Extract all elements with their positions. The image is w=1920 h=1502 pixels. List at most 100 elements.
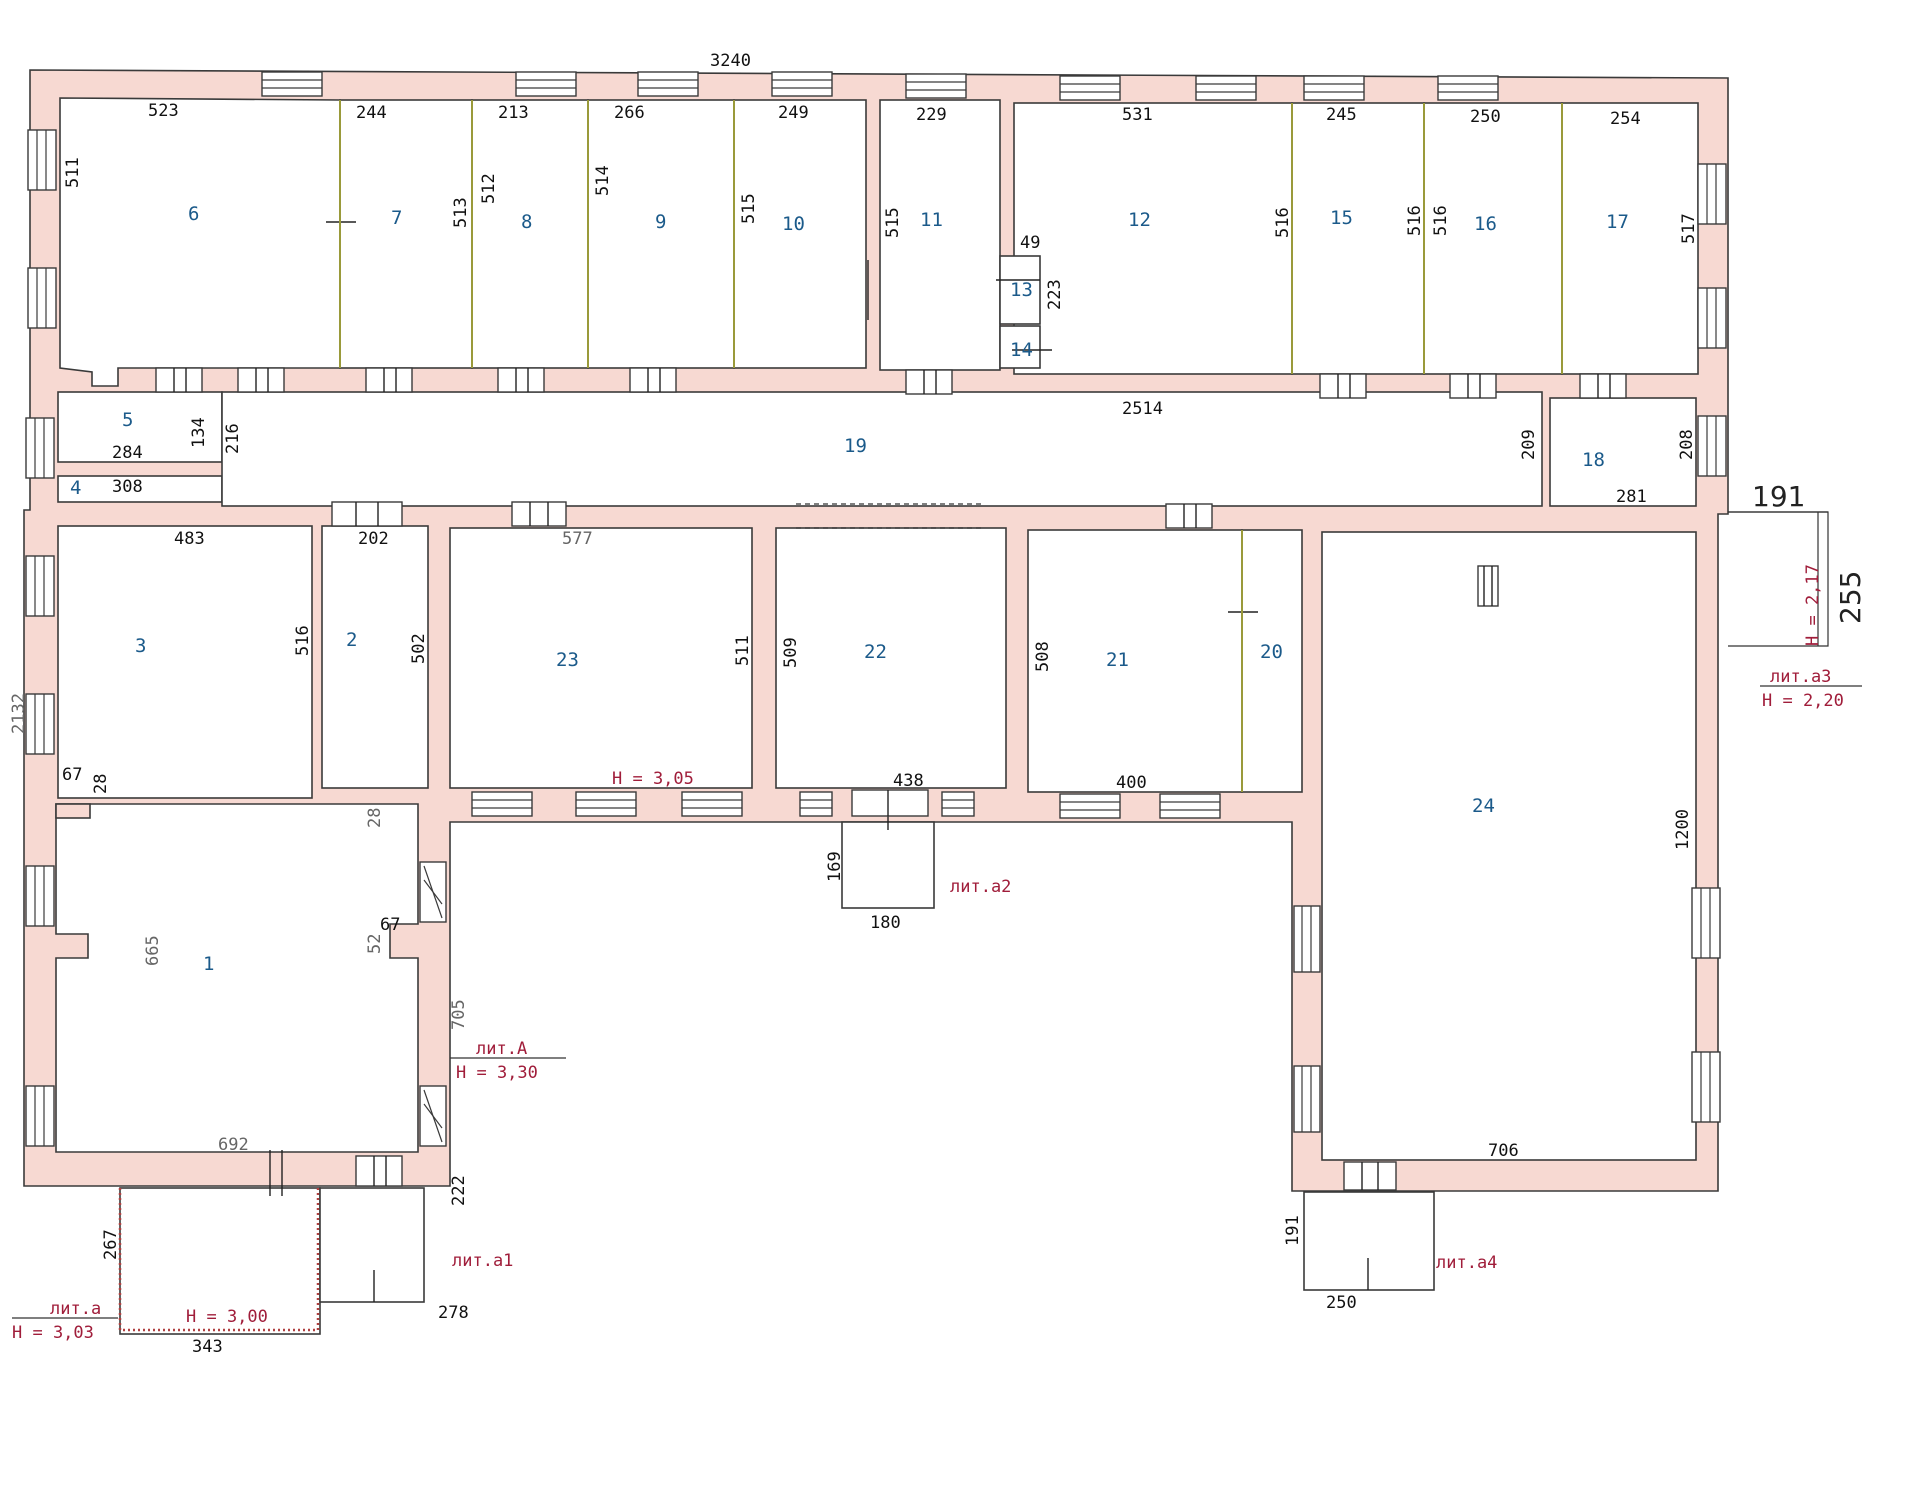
dimension: 284	[112, 443, 143, 463]
window	[419, 861, 447, 923]
lit-a4-label: лит.а4	[1436, 1253, 1497, 1273]
door	[851, 789, 929, 817]
room-number: 16	[1474, 213, 1497, 235]
dimension: 577	[562, 529, 593, 549]
dimension: 229	[916, 105, 947, 125]
dimension: 202	[358, 529, 389, 549]
height-mid-label: H = 3,05	[612, 769, 694, 789]
window	[27, 267, 57, 329]
dimension: 254	[1610, 109, 1641, 129]
height-a-inner-label: H = 3,00	[186, 1307, 268, 1327]
dimension: 516	[1273, 207, 1293, 238]
room-24	[1321, 531, 1697, 1161]
dimension: 531	[1122, 105, 1153, 125]
room-16	[1423, 102, 1563, 375]
room-23	[449, 527, 753, 789]
room-20	[1241, 529, 1303, 793]
door	[629, 367, 677, 393]
dimension: 250	[1326, 1293, 1357, 1313]
door	[1319, 373, 1367, 399]
room-5	[57, 391, 223, 463]
height-main-label: H = 3,30	[456, 1063, 538, 1083]
dimension: 400	[1116, 773, 1147, 793]
dimension: 245	[1326, 105, 1357, 125]
dimension: 250	[1470, 107, 1501, 127]
window	[1059, 75, 1121, 101]
door	[1477, 565, 1499, 607]
room-12	[1013, 102, 1293, 375]
dimension: 502	[409, 633, 429, 664]
room-number: 18	[1582, 449, 1605, 471]
annex-a1	[319, 1187, 425, 1303]
room-6	[59, 97, 341, 387]
window	[1437, 75, 1499, 101]
door	[497, 367, 545, 393]
room-number: 2	[346, 629, 357, 651]
room-2	[321, 525, 429, 789]
dimension: 1200	[1673, 809, 1693, 850]
dimension: 49	[1020, 233, 1040, 253]
dimension: 52	[365, 934, 385, 954]
dim-overall-width: 3240	[710, 51, 751, 71]
door	[511, 501, 567, 527]
dimension: 134	[189, 417, 209, 448]
window	[1159, 793, 1221, 819]
dimension: 222	[449, 1175, 469, 1206]
room-number: 24	[1472, 795, 1495, 817]
height-a-outer-label: H = 3,03	[12, 1323, 94, 1343]
window	[637, 71, 699, 97]
dimension: 515	[883, 207, 903, 238]
dimension: 706	[1488, 1141, 1519, 1161]
dimension: 308	[112, 477, 143, 497]
dimension: 517	[1679, 213, 1699, 244]
window	[941, 791, 975, 817]
dimension: 216	[223, 423, 243, 454]
dimension: 509	[781, 637, 801, 668]
annex-a4	[1303, 1191, 1435, 1291]
lit-a-label: лит.а	[50, 1299, 101, 1319]
room-3	[57, 525, 313, 799]
dimension: 513	[451, 197, 471, 228]
dimension: 705	[449, 999, 469, 1030]
window	[25, 417, 55, 479]
dimension: 208	[1677, 429, 1697, 460]
window	[1293, 905, 1321, 973]
window	[1059, 793, 1121, 819]
annotations: лит.А H = 3,30 H = 3,05 лит.а H = 3,03 H…	[12, 564, 1844, 1343]
dimension: 249	[778, 103, 809, 123]
room-number: 19	[844, 435, 867, 457]
dimension: 483	[174, 529, 205, 549]
window	[1691, 1051, 1721, 1123]
room-number: 6	[188, 203, 199, 225]
dimension: 692	[218, 1135, 249, 1155]
room-number: 14	[1010, 339, 1033, 361]
room-19	[221, 391, 1543, 507]
room-number: 15	[1330, 207, 1353, 229]
dimension: 223	[1045, 279, 1065, 310]
dimension: 281	[1616, 487, 1647, 507]
dimension: 278	[438, 1303, 469, 1323]
room-number: 23	[556, 649, 579, 671]
annex-a2	[841, 821, 935, 909]
room-7	[339, 99, 473, 369]
window	[471, 791, 533, 817]
door	[155, 367, 203, 393]
room-22	[775, 527, 1007, 789]
room-number: 7	[391, 207, 402, 229]
dimension: 511	[733, 635, 753, 666]
window	[575, 791, 637, 817]
room-8	[471, 99, 589, 369]
handwritten-dim-191: 191	[1752, 480, 1805, 513]
window	[905, 73, 967, 99]
room-number: 10	[782, 213, 805, 235]
lit-a3-label: лит.а3	[1770, 667, 1831, 687]
room-14	[999, 325, 1041, 369]
dimension: 515	[739, 193, 759, 224]
dimension: 523	[148, 101, 179, 121]
dimension: 28	[91, 774, 111, 794]
window	[799, 791, 833, 817]
room-number: 22	[864, 641, 887, 663]
doors	[155, 221, 1627, 1196]
room-number: 3	[135, 635, 146, 657]
room-number: 13	[1010, 279, 1033, 301]
